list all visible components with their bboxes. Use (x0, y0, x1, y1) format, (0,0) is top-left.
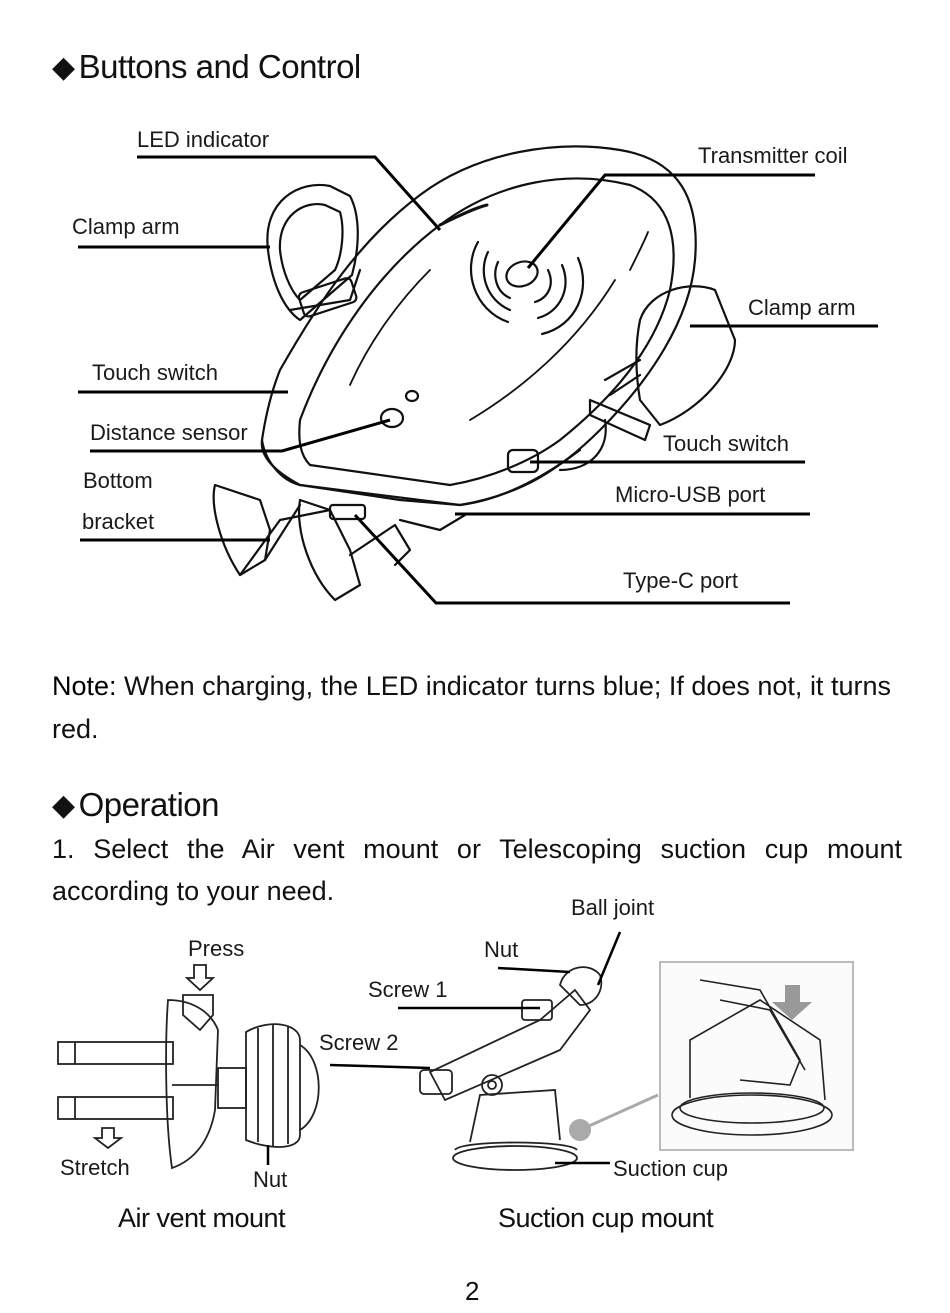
callout-clamp-arm-left: Clamp arm (72, 214, 180, 239)
label-stretch: Stretch (60, 1155, 130, 1180)
right-clamp-arm (635, 285, 737, 427)
page-number: 2 (465, 1276, 480, 1306)
callout-distance-sensor: Distance sensor (90, 420, 248, 445)
callout-clamp-arm-right: Clamp arm (748, 295, 856, 320)
callout-led-indicator: LED indicator (137, 127, 270, 152)
callout-lines (78, 155, 878, 605)
air-vent-mount-title: Air vent mount (118, 1203, 286, 1233)
section-title: Operation (78, 786, 220, 823)
section-title: Buttons and Control (78, 48, 362, 85)
label-nut-air-vent: Nut (253, 1167, 288, 1192)
callout-bottom-bracket-line1: Bottom (83, 468, 153, 493)
section-heading-operation: ◆ Operation (52, 786, 220, 824)
callout-type-c-port: Type-C port (623, 568, 738, 593)
callout-bottom-bracket-line2: bracket (82, 509, 155, 534)
down-arrow-icon (772, 985, 812, 1020)
label-press: Press (188, 936, 245, 961)
left-clamp-arm (266, 183, 359, 322)
suction-inset (569, 961, 854, 1151)
diamond-bullet-icon: ◆ (52, 788, 75, 822)
callout-transmitter-coil: Transmitter coil (698, 143, 848, 168)
suction-cup-mount-title: Suction cup mount (498, 1203, 714, 1233)
callout-touch-switch-left: Touch switch (92, 360, 218, 385)
note-paragraph: Note: When charging, the LED indicator t… (52, 665, 902, 751)
inset-pointer-dot (569, 1119, 591, 1141)
note-text: When charging, the LED indicator turns b… (52, 671, 891, 744)
label-screw-1: Screw 1 (368, 977, 448, 1002)
label-nut-suction: Nut (484, 937, 519, 962)
label-suction-cup: Suction cup (613, 1156, 728, 1181)
callout-micro-usb-port: Micro-USB port (615, 482, 766, 507)
label-ball-joint: Ball joint (571, 895, 655, 920)
operation-step-1: 1. Select the Air vent mount or Telescop… (52, 834, 902, 906)
suction-callout-lines (329, 931, 622, 1165)
note-label: Note: (52, 671, 117, 701)
section-heading-buttons: ◆ Buttons and Control (52, 48, 361, 86)
suction-mount-drawing (419, 966, 603, 1171)
air-vent-mount-drawing (57, 964, 320, 1170)
bottom-bracket (212, 483, 272, 577)
label-screw-2: Screw 2 (319, 1030, 399, 1055)
diamond-bullet-icon: ◆ (52, 50, 75, 84)
callout-touch-switch-right: Touch switch (663, 431, 789, 456)
